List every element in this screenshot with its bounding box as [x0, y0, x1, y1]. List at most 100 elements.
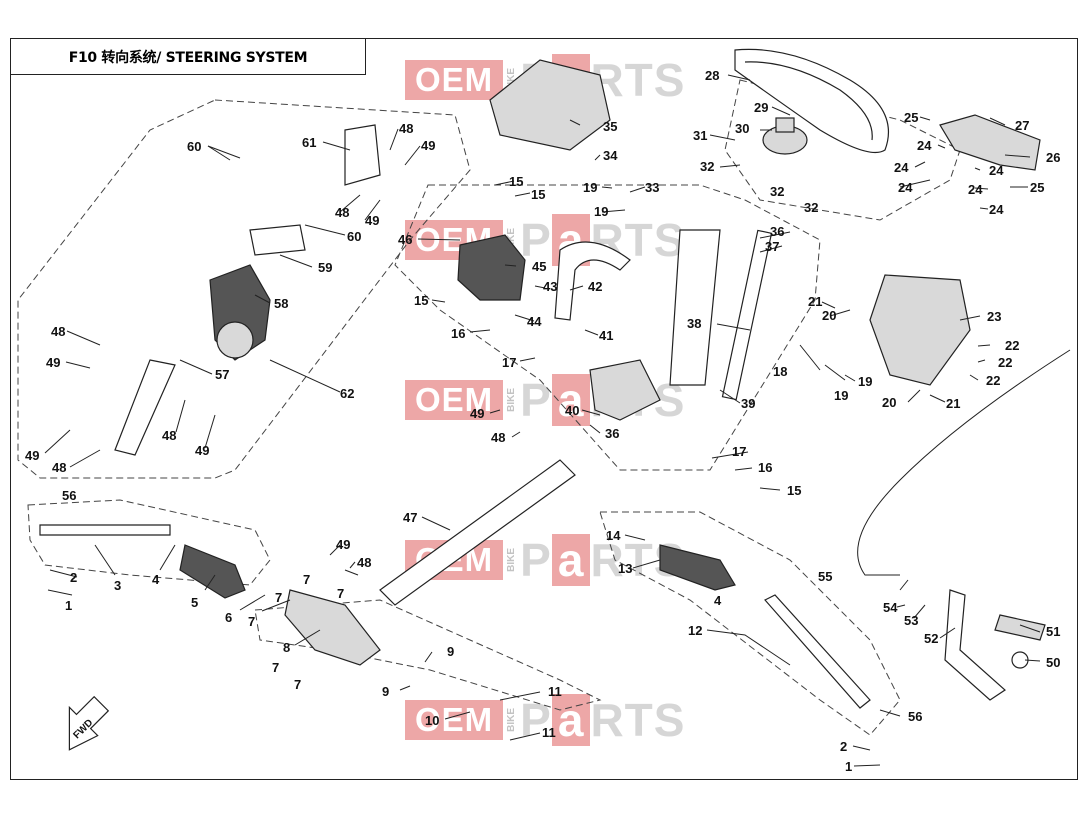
- diagram-frame: [10, 38, 1078, 780]
- steering-gear-part: [284, 589, 381, 666]
- callout-32c: 32: [804, 200, 818, 215]
- steering-column-part: [669, 229, 721, 386]
- callout-19b: 19: [834, 388, 848, 403]
- callout-48f: 48: [491, 430, 505, 445]
- callout-32: 32: [700, 159, 714, 174]
- callout-49d: 49: [195, 443, 209, 458]
- callout-17: 17: [502, 355, 516, 370]
- callout-49: 49: [46, 355, 60, 370]
- callout-7: 7: [248, 614, 255, 629]
- group-outline-3: [27, 499, 271, 586]
- callout-62: 62: [340, 386, 354, 401]
- callout-11: 11: [548, 684, 562, 699]
- callout-49g: 49: [336, 537, 350, 552]
- group-outline-62: [17, 99, 471, 479]
- steering-shaft-part: [721, 229, 773, 401]
- callout-7b: 7: [275, 590, 282, 605]
- callout-4: 4: [152, 572, 160, 587]
- steering-cover-part: [489, 59, 611, 151]
- callout-8: 8: [283, 640, 290, 655]
- callout-60b: 60: [347, 229, 361, 244]
- left-boot-part: [179, 544, 246, 599]
- callout-33: 33: [645, 180, 659, 195]
- callout-54: 54: [883, 600, 898, 615]
- callout-42: 42: [588, 279, 602, 294]
- callout-36: 36: [770, 224, 784, 239]
- callout-48: 48: [51, 324, 65, 339]
- callout-48g: 48: [357, 555, 371, 570]
- callout-49e: 49: [25, 448, 39, 463]
- callout-22c: 22: [986, 373, 1000, 388]
- callout-50: 50: [1046, 655, 1060, 670]
- callout-32b: 32: [770, 184, 784, 199]
- callout-48b: 48: [335, 205, 349, 220]
- callout-24f: 24: [989, 202, 1004, 217]
- callout-2b: 2: [840, 739, 847, 754]
- callout-13: 13: [618, 561, 632, 576]
- callout-24: 24: [917, 138, 932, 153]
- right-boot-part: [659, 544, 736, 591]
- callout-4b: 4: [714, 593, 722, 608]
- callout-23: 23: [987, 309, 1001, 324]
- lower-shaft-part: [114, 359, 176, 456]
- callout-1b: 1: [845, 759, 852, 774]
- callout-49b: 49: [421, 138, 435, 153]
- callout-20b: 20: [882, 395, 896, 410]
- callout-18: 18: [773, 364, 787, 379]
- callout-48c: 48: [399, 121, 413, 136]
- callout-19d: 19: [594, 204, 608, 219]
- callout-36b: 36: [605, 426, 619, 441]
- callout-12: 12: [688, 623, 702, 638]
- callout-22: 22: [1005, 338, 1019, 353]
- callout-25: 25: [904, 110, 918, 125]
- callout-15b: 15: [531, 187, 545, 202]
- callout-24d: 24: [968, 182, 983, 197]
- callout-6: 6: [225, 610, 232, 625]
- callout-17b: 17: [732, 444, 746, 459]
- callout-56: 56: [62, 488, 76, 503]
- callout-24c: 24: [898, 180, 913, 195]
- callout-labels: 1 2 3 4 5 6 7 7 7 7 7 7 8 9 9 10 11 11 1…: [25, 68, 1060, 774]
- callout-1: 1: [65, 598, 72, 613]
- callout-60: 60: [187, 139, 201, 154]
- leader-lines: [44, 74, 1041, 767]
- callout-19: 19: [858, 374, 872, 389]
- callout-22b: 22: [998, 355, 1012, 370]
- callout-48e: 48: [52, 460, 66, 475]
- diagram-title: F10 转向系统/ STEERING SYSTEM: [10, 38, 366, 75]
- callout-7c: 7: [303, 572, 310, 587]
- callout-52: 52: [924, 631, 938, 646]
- bracket-part: [554, 241, 631, 321]
- callout-26: 26: [1046, 150, 1060, 165]
- callout-9b: 9: [382, 684, 389, 699]
- callout-21b: 21: [946, 396, 960, 411]
- callout-3: 3: [114, 578, 121, 593]
- callout-56b: 56: [908, 709, 922, 724]
- callout-45: 45: [532, 259, 546, 274]
- callout-20: 20: [822, 308, 836, 323]
- callout-43: 43: [543, 279, 557, 294]
- callout-15c: 15: [414, 293, 428, 308]
- callout-19c: 19: [583, 180, 597, 195]
- callout-16: 16: [451, 326, 465, 341]
- callout-15d: 15: [787, 483, 801, 498]
- callout-7e: 7: [272, 660, 279, 675]
- callout-48d: 48: [162, 428, 176, 443]
- callout-49f: 49: [470, 406, 484, 421]
- callout-59: 59: [318, 260, 332, 275]
- callout-25b: 25: [1030, 180, 1044, 195]
- callout-51: 51: [1046, 624, 1060, 639]
- callout-14: 14: [606, 528, 621, 543]
- callout-40: 40: [565, 403, 579, 418]
- callout-57: 57: [215, 367, 229, 382]
- callout-46: 46: [398, 232, 412, 247]
- dash-cover-part: [869, 274, 971, 386]
- callout-15: 15: [509, 174, 523, 189]
- callout-38: 38: [687, 316, 701, 331]
- upper-bracket-part: [344, 124, 381, 186]
- pedal-pad-part: [994, 614, 1046, 641]
- group-outline-12: [599, 511, 901, 736]
- callout-34: 34: [603, 148, 618, 163]
